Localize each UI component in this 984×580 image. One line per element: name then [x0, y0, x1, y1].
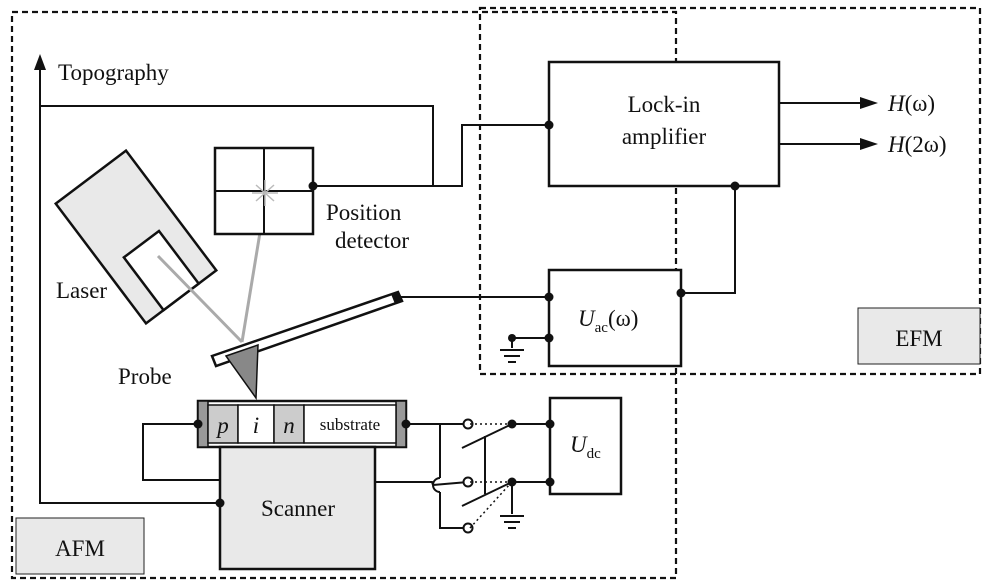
- udc-label: Udc: [570, 432, 601, 462]
- uac-label: Uac(ω): [578, 306, 638, 336]
- topography-label: Topography: [58, 60, 169, 85]
- efm-label-box: [857, 307, 981, 365]
- uac-ground-icon: [500, 334, 549, 363]
- afm-label: AFM: [55, 536, 105, 561]
- udc-node-bottom: [545, 477, 555, 487]
- double-pole-switch: [461, 419, 517, 529]
- p-layer-loop-wire: [142, 423, 220, 481]
- lockin-input-node: [544, 120, 554, 130]
- switch-contacts: [462, 418, 474, 534]
- output-arrows: [779, 97, 878, 150]
- scanner-topography-node: [215, 498, 225, 508]
- position-detector-label-line2: detector: [335, 228, 409, 253]
- afm-region-border: [10, 10, 678, 580]
- afm-label-box: [15, 517, 145, 575]
- sample-layer-n: n: [283, 413, 295, 438]
- efm-region-border: [478, 6, 982, 376]
- laser: [53, 148, 219, 326]
- probe-cantilever: [210, 290, 404, 401]
- position-detector: [213, 146, 318, 236]
- output-h-omega: H(ω): [887, 91, 935, 116]
- lockin-label-line2: amplifier: [622, 124, 707, 149]
- udc-node-top: [545, 419, 555, 429]
- sample-stack: [193, 399, 411, 449]
- uac-source: [547, 268, 683, 368]
- sample-layer-p: p: [215, 413, 229, 438]
- efm-label: EFM: [895, 326, 942, 351]
- uac-to-lockin-wire: [681, 186, 736, 294]
- udc-ground-icon: [500, 482, 524, 529]
- sample-layer-i: i: [253, 413, 259, 438]
- udc-source: [548, 396, 623, 496]
- lockin-amplifier: [547, 60, 781, 188]
- uac-node-top: [544, 292, 554, 302]
- scanner: [218, 445, 377, 571]
- lockin-label-line1: Lock-in: [628, 92, 701, 117]
- sample-substrate-label: substrate: [320, 415, 380, 434]
- topography-wire: [34, 54, 550, 504]
- position-detector-label-line1: Position: [326, 200, 402, 225]
- output-h-2omega: H(2ω): [887, 132, 947, 157]
- scanner-label: Scanner: [261, 496, 335, 521]
- laser-label: Laser: [56, 278, 107, 303]
- probe-label: Probe: [118, 364, 172, 389]
